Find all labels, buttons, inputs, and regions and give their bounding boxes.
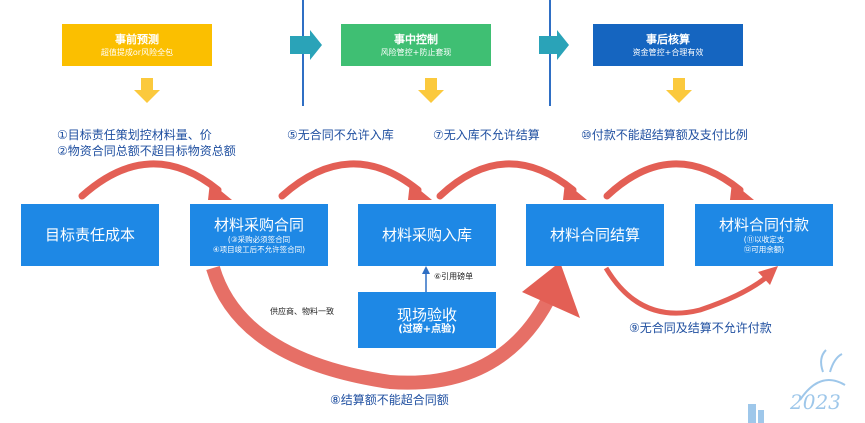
big-arrow-head (522, 262, 580, 318)
note-line: ①目标责任策划控材料量、价 (57, 128, 212, 142)
rabbit-2023-icon (799, 349, 846, 401)
box-target-cost: 目标责任成本 (21, 204, 159, 266)
yellow-down-arrow-icon (418, 78, 444, 103)
phase-in-control: 事中控制 风险管控+防止套现 (341, 24, 491, 66)
phase-title: 事后核算 (646, 32, 690, 46)
note-8: ⑧结算额不能超合同额 (330, 393, 449, 407)
note-7: ⑦无入库不允许结算 (433, 128, 540, 142)
supplier-label: 供应商、物料一致 (270, 307, 334, 316)
box-sub: ④项目竣工后不允许签合同) (212, 244, 306, 254)
yellow-down-arrow-icon (134, 78, 160, 103)
box-title: 材料采购合同 (213, 215, 304, 234)
phase-title: 事前预测 (115, 32, 159, 46)
box-sub: ⑫可用余额) (743, 244, 785, 254)
note-9: ⑨无合同及结算不允许付款 (629, 321, 772, 335)
note-5: ⑤无合同不允许入库 (287, 128, 394, 142)
phase-pre-forecast: 事前预测 超值提成or风险全包 (62, 24, 212, 66)
phase-subtitle: 资金管控+合理有效 (632, 47, 704, 57)
box-title: 目标责任成本 (44, 225, 135, 244)
teal-arrow-icon (290, 30, 322, 60)
box-title: 现场验收 (396, 305, 457, 324)
box-purchase-contract: 材料采购合同 (③采购必须签合同 ④项目竣工后不允许签合同) (190, 204, 328, 266)
box-title: 材料合同结算 (549, 225, 640, 244)
note-6: ⑥引用磅单 (434, 272, 474, 281)
note-10: ⑩付款不能超结算额及支付比例 (581, 128, 748, 142)
box-title: 材料合同付款 (718, 215, 809, 234)
phase-subtitle: 超值提成or风险全包 (100, 47, 174, 57)
box-title: 材料采购入库 (381, 225, 472, 244)
red-curve-arrows (78, 160, 744, 200)
note-line: ②物资合同总额不超目标物资总额 (57, 144, 236, 158)
phase-post-audit: 事后核算 资金管控+合理有效 (593, 24, 743, 66)
box-contract-settlement: 材料合同结算 (526, 204, 664, 266)
box-sub: (过磅+点验) (398, 323, 456, 335)
phase-subtitle: 风险管控+防止套现 (380, 47, 452, 57)
teal-arrow-icon (539, 30, 569, 60)
box-sub: (③采购必须签合同 (227, 234, 291, 244)
box-contract-payment: 材料合同付款 (⑪以收定支 ⑫可用余额) (695, 204, 833, 266)
box-purchase-warehouse: 材料采购入库 (358, 204, 496, 266)
year-decor: 2023 (790, 390, 841, 414)
yellow-down-arrow-icon (666, 78, 692, 103)
phase-title: 事中控制 (394, 32, 438, 46)
box-site-inspection: 现场验收 (过磅+点验) (358, 292, 496, 348)
box-sub: (⑪以收定支 (743, 234, 785, 244)
building-icon (748, 404, 756, 423)
note-1-2: ①目标责任策划控材料量、价 ②物资合同总额不超目标物资总额 (57, 127, 236, 159)
